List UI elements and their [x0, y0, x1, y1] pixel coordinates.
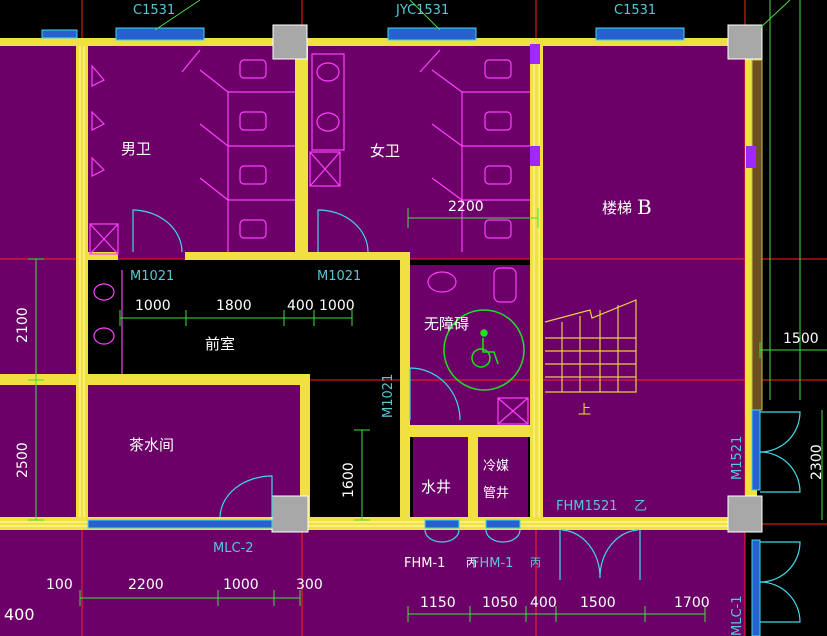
dim-1150: 1150	[420, 595, 456, 611]
door-label-fhm1521: FHM1521	[556, 499, 618, 514]
column-4	[727, 495, 763, 533]
room-label-stair-letter: B	[637, 195, 652, 219]
shaft-fill	[310, 385, 400, 517]
dim-400-left: 400	[4, 605, 35, 624]
left-room-fill	[0, 44, 76, 374]
column-2	[727, 24, 763, 60]
columns	[271, 24, 763, 533]
room-label-water-well: 水井	[421, 478, 452, 496]
window-label-jyc1531: JYC1531	[396, 3, 450, 18]
room-label-pipe-well-2: 管井	[483, 486, 510, 501]
wall-v3	[530, 38, 543, 528]
corridor-fill	[0, 530, 745, 636]
womens-room-fill	[308, 44, 530, 259]
dim-1800: 1800	[216, 298, 252, 314]
room-label-tea: 茶水间	[129, 436, 175, 454]
dim-400-a: 400	[287, 298, 314, 314]
wall-ante-top	[298, 252, 408, 260]
room-label-womens: 女卫	[370, 142, 401, 160]
pipe-well-fill	[478, 437, 528, 517]
dim-1600: 1600	[341, 462, 357, 498]
dim-2100: 2100	[15, 307, 31, 343]
window-jyc1531	[387, 27, 477, 41]
door-label-fhm1521-suffix: 乙	[634, 499, 648, 514]
door-label-fhm1-b-suffix: 丙	[530, 556, 541, 569]
dim-300: 300	[296, 577, 323, 593]
room-label-mens: 男卫	[121, 140, 152, 158]
wall-v1	[76, 38, 88, 528]
wall-accessible-left	[400, 259, 410, 529]
accessible-room-fill	[408, 265, 531, 425]
tea-room-fill	[88, 385, 300, 517]
door-label-mlc2: MLC-2	[213, 541, 254, 556]
window-c1531-right	[595, 27, 685, 41]
dim-1700: 1700	[674, 595, 710, 611]
wall-tea-right	[300, 374, 310, 524]
dim-1050: 1050	[482, 595, 518, 611]
room-label-stair: 楼梯	[602, 199, 633, 217]
wall-mens-bottom-r	[185, 252, 295, 260]
dim-1000-b: 1000	[319, 298, 355, 314]
column-3	[271, 495, 309, 533]
room-label-pipe-well-1: 冷媒	[483, 459, 510, 474]
wheelchair-icon	[443, 309, 525, 391]
water-well-fill	[413, 437, 468, 517]
wall-mens-bottom-l	[88, 252, 118, 260]
stair-room-fill	[543, 44, 750, 517]
wall-h-tea-top	[88, 374, 310, 385]
dim-2200-lower: 2200	[128, 577, 164, 593]
anteroom-fill	[88, 260, 400, 374]
window-label-c1531-right: C1531	[614, 3, 657, 18]
door-label-fhm1-a-suffix: 丙	[466, 556, 477, 569]
dim-1000-c: 1000	[223, 577, 259, 593]
wall-well-mid	[468, 425, 478, 529]
room-label-anteroom: 前室	[205, 335, 236, 353]
right-outside	[762, 410, 827, 636]
dim-100: 100	[46, 577, 73, 593]
stair-steps	[544, 299, 637, 393]
door-label-mlc1: MLC-1	[730, 595, 745, 636]
dim-1500-bottom: 1500	[580, 595, 616, 611]
door-label-m1021-c: M1021	[381, 373, 396, 418]
column-1	[272, 24, 308, 60]
fixtures	[89, 49, 530, 425]
window-mlc2	[87, 519, 273, 529]
room-label-accessible: 无障碍	[424, 315, 470, 333]
wall-womens-bottom	[370, 252, 410, 260]
left-lower-room-fill	[0, 385, 76, 517]
wall-top	[0, 38, 760, 46]
wall-v2	[295, 38, 308, 260]
mens-room-fill	[88, 44, 295, 259]
door-label-fhm1-a: FHM-1	[404, 556, 446, 571]
door-label-m1021-b: M1021	[317, 269, 362, 284]
dim-1500-right: 1500	[783, 331, 819, 347]
dim-2200-upper: 2200	[448, 199, 484, 215]
dim-2500: 2500	[15, 442, 31, 478]
dim-1000-a: 1000	[135, 298, 171, 314]
windows	[41, 27, 763, 636]
door-label-m1521: M1521	[730, 435, 745, 480]
dim-2300: 2300	[809, 444, 825, 480]
stair-up-label: 上	[578, 403, 592, 418]
dimension-lines	[28, 0, 827, 622]
door-swings	[132, 209, 801, 623]
window-label-c1531-left: C1531	[133, 3, 176, 18]
room-fills	[0, 44, 827, 636]
door-label-m1021-a: M1021	[130, 269, 175, 284]
dim-400-b: 400	[530, 595, 557, 611]
window-c1531-left	[115, 27, 205, 41]
door-label-fhm1-b: FHM-1	[472, 556, 514, 571]
